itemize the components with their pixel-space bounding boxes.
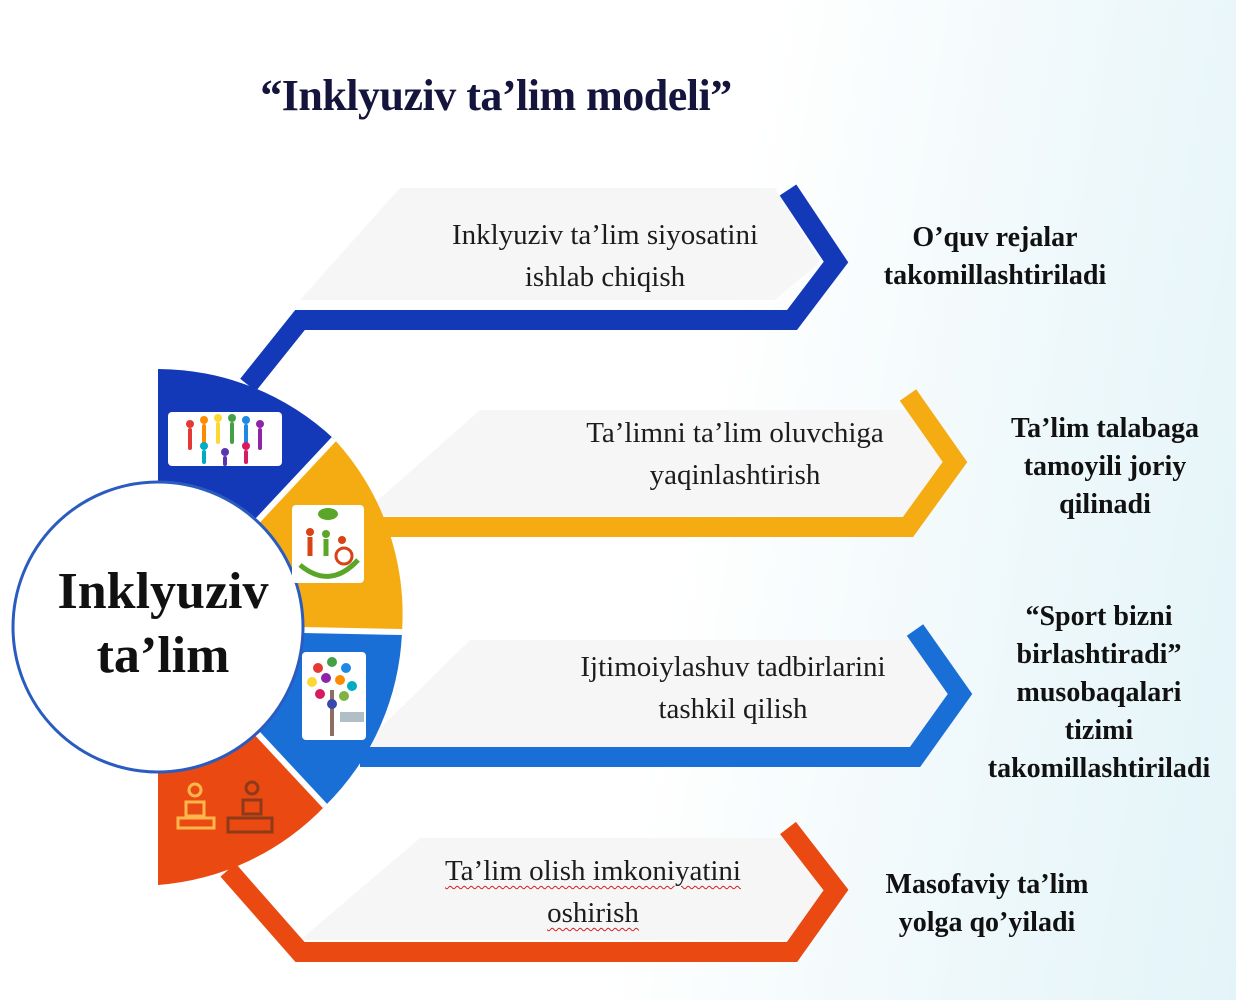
branch-1-result: O’quv rejalar takomillashtiriladi [860,219,1130,295]
branch-3-label-line1: Ijtimoiylashuv tadbirlarini [580,651,886,683]
branch-4-result: Masofaviy ta’lim yolga qo’yiladi [852,866,1122,942]
branch-3-result-line2: birlashtiradi” [1016,639,1182,670]
branch-2-label: Ta’limni ta’lim oluvchiga yaqinlashtiris… [550,412,920,496]
colorful-tree-icon [302,652,366,740]
branch-3-backdrop [360,640,955,748]
branch-1-result-line1: O’quv rejalar [912,222,1078,253]
branch-3-result-line5: takomillashtiriladi [987,753,1211,784]
branch-1-label: Inklyuziv ta’lim siyosatini ishlab chiqi… [420,214,790,298]
center-circle [11,480,305,774]
branch-1-label-line1: Inklyuziv ta’lim siyosatini [451,219,759,251]
branch-2-backdrop [360,410,950,516]
branch-4-label-line2: oshirish [547,897,639,929]
diagram-title: “Inklyuziv ta’lim modeli” [260,71,732,120]
branch-2-result-line1: Ta’lim talabaga [1011,413,1199,444]
people-circle-icon [168,412,282,466]
branch-3-result-line4: tizimi [1064,715,1134,746]
branch-2-result-line3: qilinadi [1059,489,1151,520]
branch-1-backdrop [300,188,820,300]
branch-3-label: Ijtimoiylashuv tadbirlarini tashkil qili… [548,646,918,730]
branch-4-label: Ta’lim olish imkoniyatini oshirish [408,850,778,934]
classroom-icon [176,780,274,834]
center-label-line2: ta’lim [96,627,230,684]
branch-4-connector [220,821,849,962]
branch-4-label-line1: Ta’lim olish imkoniyatini [444,855,741,887]
center-label: Inklyuziv ta’lim [32,560,294,688]
branch-3-label-line2: tashkil qilish [658,693,808,725]
branch-4-result-line1: Masofaviy ta’lim [885,869,1089,900]
branch-4-result-line2: yolga qo’yiladi [898,907,1076,938]
branch-2-result-line2: tamoyili joriy [1023,451,1187,482]
branch-3-connector [360,624,973,767]
branch-4-backdrop [300,838,830,940]
branch-2-label-line2: yaqinlashtirish [649,459,821,491]
branch-2-result: Ta’lim talabaga tamoyili joriy qilinadi [990,410,1220,524]
branch-1-connector [240,184,849,392]
branch-2-connector [360,389,968,537]
family-wheelchair-icon [292,505,364,583]
branch-3-result-line1: “Sport bizni [1025,601,1173,632]
branch-1-label-line2: ishlab chiqish [524,261,686,293]
branch-1-result-line2: takomillashtiriladi [883,260,1107,291]
branch-3-result: “Sport bizni birlashtiradi” musobaqalari… [974,598,1224,788]
branch-3-result-line3: musobaqalari [1016,677,1182,708]
branch-2-label-line1: Ta’limni ta’lim oluvchiga [586,417,884,449]
center-label-line1: Inklyuziv [57,563,269,620]
